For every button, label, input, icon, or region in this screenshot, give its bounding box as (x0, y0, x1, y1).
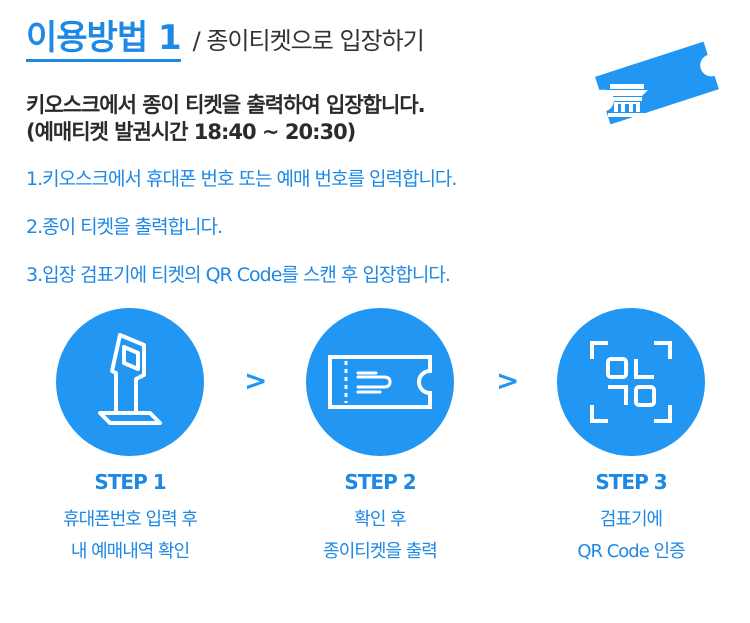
instruction-item: 2.종이 티켓을 출력합니다. (26, 216, 223, 238)
step-label: STEP 1 (94, 470, 166, 494)
palace-ticket-icon (595, 41, 719, 125)
ticket-icon (328, 355, 432, 409)
header: 이용방법 1 / 종이티켓으로 입장하기 (26, 19, 425, 63)
description-line-1: 키오스크에서 종이 티켓을 출력하여 입장합니다. (26, 93, 426, 117)
kiosk-icon (98, 333, 162, 425)
step-label: STEP 3 (595, 470, 667, 494)
step-text: QR Code 인증 (577, 541, 685, 562)
step-2: STEP 2 확인 후 종이티켓을 출력 (255, 470, 505, 568)
arrow-icon: > (244, 364, 268, 397)
step-3-circle (557, 308, 705, 456)
instruction-list: 1.키오스크에서 휴대폰 번호 또는 예매 번호를 입력합니다. 2.종이 티켓… (26, 165, 457, 309)
description: 키오스크에서 종이 티켓을 출력하여 입장합니다. (예매티켓 발권시간 18:… (26, 92, 426, 147)
step-text: 휴대폰번호 입력 후 (63, 509, 198, 530)
page-subtitle: / 종이티켓으로 입장하기 (192, 27, 425, 56)
step-text: 확인 후 (354, 509, 406, 530)
step-1-circle (56, 308, 204, 456)
step-label: STEP 2 (344, 470, 416, 494)
description-line-2: (예매티켓 발권시간 18:40 ~ 20:30) (26, 120, 356, 145)
arrow-icon: > (496, 364, 520, 397)
instruction-item: 1.키오스크에서 휴대폰 번호 또는 예매 번호를 입력합니다. (26, 168, 457, 190)
step-text: 종이티켓을 출력 (323, 541, 438, 562)
step-2-circle (306, 308, 454, 456)
step-1: STEP 1 휴대폰번호 입력 후 내 예매내역 확인 (5, 470, 255, 568)
page-title: 이용방법 1 (26, 19, 182, 63)
step-3: STEP 3 검표기에 QR Code 인증 (506, 470, 750, 568)
qr-scan-icon (590, 341, 672, 423)
step-text: 검표기에 (599, 509, 663, 530)
step-text: 내 예매내역 확인 (70, 541, 190, 562)
instruction-item: 3.입장 검표기에 티켓의 QR Code를 스캔 후 입장합니다. (26, 264, 451, 286)
